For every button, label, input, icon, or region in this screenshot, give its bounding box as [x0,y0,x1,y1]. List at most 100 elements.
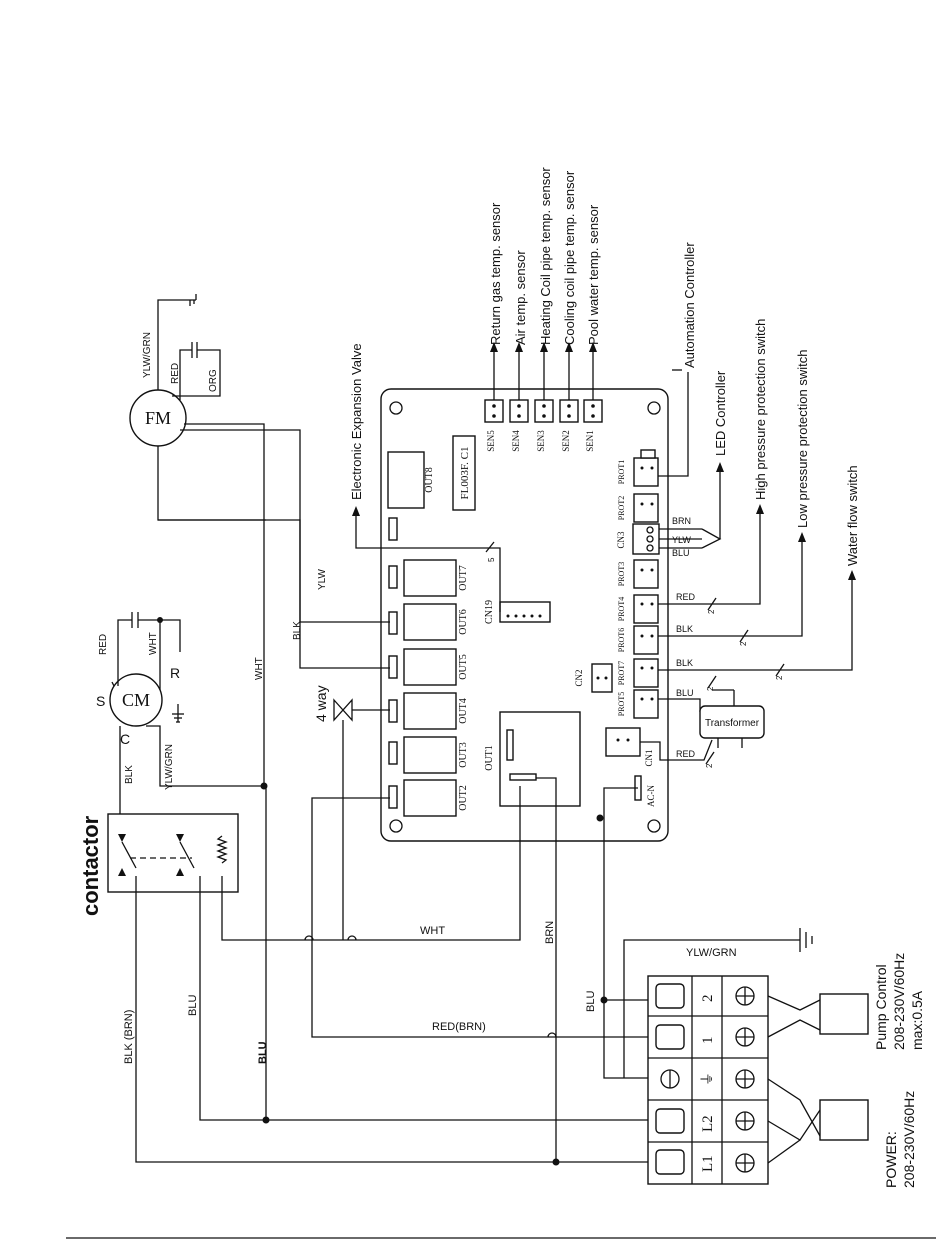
pump-control-title: Pump Control [873,964,889,1050]
sensor-label-pool-water: Pool water temp. sensor [586,204,601,345]
wire-label-ylw-grn-fm: YLW/GRN [142,332,153,378]
terminal-s-label: S [96,693,105,709]
prot5-label: PROT5 [617,692,626,716]
terminal-ground-label: ⏚ [699,1072,715,1086]
wire-count-prot7: 2 [775,675,784,680]
sensor-label-cooling-coil: Cooling coil pipe temp. sensor [562,170,577,345]
wire-label-brn-bottom: BRN [544,921,556,944]
power-rating: 208-230V/60Hz [901,1091,917,1188]
wire-label-ylw-grn-ground: YLW/GRN [686,947,737,959]
wire-label-wht-cm: WHT [148,632,159,655]
out6-label: OUT6 [458,609,469,635]
wire-count-prot4: 2 [707,609,716,614]
prot3-label: PROT3 [617,562,626,586]
led-controller-label: LED Controller [713,370,728,456]
terminal-l1-label: L1 [700,1155,716,1172]
sen2-label: SEN2 [561,430,571,452]
terminal-2-label: 2 [700,995,716,1003]
wire-label-ylw-cn3: YLW [672,535,691,545]
prot6-label: PROT6 [617,628,626,652]
sen1-label: SEN1 [585,430,595,452]
control-board: OUT8 FL003F. C1 OUT7 OUT6 OUT5 OUT4 OUT3… [380,388,669,842]
wire-label-red-prot4: RED [676,592,696,602]
sensor-label-return-gas: Return gas temp. sensor [488,202,503,345]
wire-label-red-brn: RED(BRN) [432,1021,486,1033]
wire-label-blk-prot7: BLK [676,658,693,668]
cn2-label: CN2 [574,669,584,686]
cn19-label: CN19 [484,600,495,624]
wire-label-blu-prot5: BLU [676,688,694,698]
protection-wiring [640,369,856,765]
terminal-1-label: 1 [700,1037,716,1045]
prot7-label: PROT7 [617,661,626,685]
sen4-label: SEN4 [511,430,521,452]
sen5-label: SEN5 [486,430,496,452]
automation-controller-label: Automation Controller [682,242,697,368]
cm-label: CM [122,690,150,710]
power-title: POWER: [883,1131,899,1188]
terminal-c-label: C [120,731,130,747]
wire-label-blu-cn3: BLU [672,548,690,558]
contactor-label: contactor [78,815,103,916]
terminal-r-label: R [170,665,180,681]
out4-label: OUT4 [458,698,469,724]
eev-label: Electronic Expansion Valve [349,343,364,500]
out1-label: OUT1 [484,745,495,771]
water-flow-switch-label: Water flow switch [845,465,860,566]
transformer-label: Transformer [705,718,760,729]
wire-label-ylw-grn-cm: YLW/GRN [164,744,175,790]
out3-label: OUT3 [458,742,469,768]
bottom-wiring [135,777,813,1166]
cable-leads [767,993,869,1164]
wire-count-transformer-top: 2 [706,686,715,691]
out5-label: OUT5 [458,654,469,680]
wire-count-eev: 5 [487,557,496,562]
low-pressure-switch-label: Low pressure protection switch [795,350,810,528]
transformer [699,689,765,748]
acn-label: AC-N [646,785,656,807]
wire-label-org-fm: ORG [208,369,219,392]
contactor [107,813,239,893]
wire-label-brn-cn3: BRN [672,516,691,526]
pump-control-rating: 208-230V/60Hz [891,953,907,1050]
out8-label: OUT8 [424,467,435,493]
cn3-label: CN3 [616,531,626,549]
wire-count-transformer-bottom: 2 [705,763,714,768]
wire-label-wht-bottom: WHT [420,925,445,937]
prot1-label: PROT1 [617,460,626,484]
wire-label-blk-brn: BLK (BRN) [123,1010,135,1064]
terminal-block [647,975,769,1185]
prot4-label: PROT4 [617,597,626,621]
board-model: FL003F. C1 [459,447,471,500]
wire-label-ylw-fm: YLW [317,569,328,590]
compressor [109,612,264,836]
sensor-label-air: Air temp. sensor [513,250,528,345]
four-way-label: 4 way [313,685,329,722]
wire-label-blu-right: BLU [585,991,597,1012]
wire-label-blu-center: BLU [257,1041,269,1064]
wire-label-blk-fm: BLK [292,621,303,640]
terminal-l2-label: L2 [700,1115,716,1132]
wire-label-blu-left: BLU [187,995,199,1016]
cn1-label: CN1 [644,749,654,766]
eev-wiring [352,506,501,612]
wire-label-red-cn1: RED [676,749,696,759]
sensor-leads [490,342,597,400]
prot2-label: PROT2 [617,496,626,520]
wire-count-prot6: 2 [739,641,748,646]
wire-label-wht-fm: WHT [254,657,265,680]
fm-label: FM [145,408,171,428]
wire-label-red-cm: RED [98,634,109,655]
wire-label-blk-prot6: BLK [676,624,693,634]
wire-label-blk-cm: BLK [124,765,135,784]
out7-label: OUT7 [458,565,469,591]
out2-label: OUT2 [458,785,469,811]
sen3-label: SEN3 [536,430,546,452]
high-pressure-switch-label: High pressure protection switch [753,319,768,500]
fm-output-wires [158,519,390,669]
pump-control-max: max:0.5A [909,990,925,1050]
wire-label-red-fm: RED [170,363,181,384]
four-way-valve [333,698,390,940]
sensor-label-heating-coil: Heating Coil pipe temp. sensor [538,167,553,345]
